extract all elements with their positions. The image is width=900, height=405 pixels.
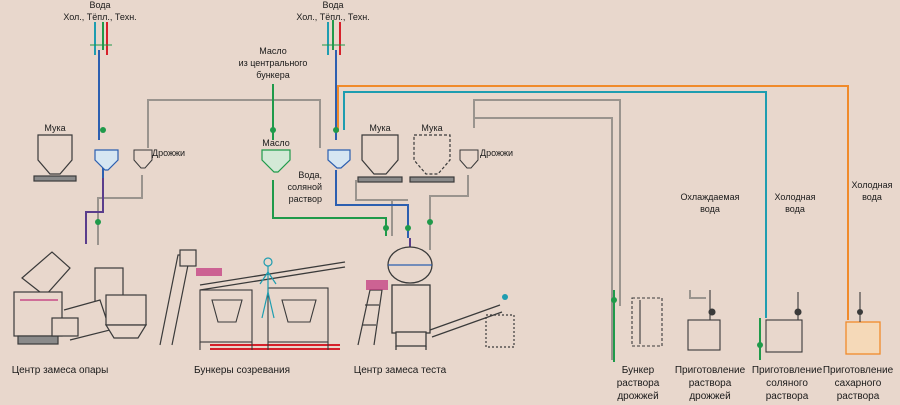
valve-markers <box>95 127 763 348</box>
caption-maturation-bins: Бункеры созревания <box>194 365 290 376</box>
flour-silo-mid-2 <box>409 134 455 183</box>
dough-center-conveyor <box>429 294 515 348</box>
yeast-solution-bunker <box>631 297 663 347</box>
label-cold-water-2-2: вода <box>862 192 882 202</box>
label-water-mid-2: Хол., Тёпл., Техн. <box>296 12 369 22</box>
label-oil-src-3: бункера <box>256 70 289 80</box>
label-yeast-left: Дрожжи <box>152 148 185 158</box>
caption-yeast-prep-2: раствора <box>689 378 732 389</box>
label-yeast-right: Дрожжи <box>480 148 513 158</box>
label-water-salt-3: раствор <box>289 194 322 204</box>
water-inlet-mid <box>322 22 345 55</box>
water-salt-hopper <box>327 149 351 169</box>
caption-sugar-prep-3: раствора <box>837 391 880 402</box>
caption-yeast-prep-1: Приготовление <box>675 365 746 376</box>
caption-dough-center: Центр замеса теста <box>354 365 447 376</box>
caption-salt-prep-3: раствора <box>766 391 809 402</box>
caption-salt-prep-1: Приготовление <box>752 365 823 376</box>
dosing-hopper-left <box>94 149 119 171</box>
label-chilled-water-2: вода <box>700 204 720 214</box>
label-water-left-1: Вода <box>89 0 110 10</box>
label-cold-water-1-2: вода <box>785 204 805 214</box>
sponge-bin <box>104 294 148 339</box>
label-water-salt-2: соляной <box>287 182 322 192</box>
sugar-prep-station <box>845 292 881 355</box>
label-flour-mid-2: Мука <box>421 123 442 133</box>
dough-kneading-bowl <box>387 246 433 350</box>
label-water-salt-1: Вода, <box>298 170 322 180</box>
station-captions: Центр замеса опары Бункеры созревания Це… <box>12 365 894 402</box>
caption-yeast-bunker-2: раствора <box>617 378 660 389</box>
orange-pipes <box>337 85 849 320</box>
caption-yeast-bunker-3: дрожжей <box>617 391 658 402</box>
label-oil-tank: Масло <box>262 138 289 148</box>
yeast-hopper-right <box>459 149 479 169</box>
cyan-pipes <box>343 91 767 318</box>
caption-salt-prep-2: соляного <box>766 378 808 389</box>
caption-yeast-prep-3: дрожжей <box>689 391 730 402</box>
label-oil-src-2: из центрального <box>239 58 308 68</box>
flour-silo-mid-1 <box>357 134 403 183</box>
label-water-left-2: Хол., Тёпл., Техн. <box>63 12 136 22</box>
grey-pipes <box>97 99 706 360</box>
label-water-mid-1: Вода <box>322 0 343 10</box>
caption-sugar-prep-2: сахарного <box>835 378 882 389</box>
yeast-hopper-left <box>133 149 153 169</box>
label-oil-src-1: Масло <box>259 46 286 56</box>
label-chilled-water-1: Охлаждаемая <box>680 192 739 202</box>
dough-center-lift <box>357 280 388 346</box>
caption-sugar-prep-1: Приготовление <box>823 365 894 376</box>
yeast-prep-station <box>687 290 721 351</box>
caption-sponge-center: Центр замеса опары <box>12 365 109 376</box>
flour-silo-left <box>33 134 77 182</box>
label-cold-water-1-1: Холодная <box>775 192 816 202</box>
operator-figure <box>259 257 277 319</box>
salt-prep-station <box>765 292 803 353</box>
label-flour-left: Мука <box>44 123 65 133</box>
caption-yeast-bunker-1: Бункер <box>622 365 655 376</box>
oil-tank <box>261 149 291 173</box>
red-pipes <box>106 22 341 350</box>
maturation-elevator <box>159 249 197 346</box>
label-flour-mid-1: Мука <box>369 123 390 133</box>
water-inlet-left <box>90 22 112 55</box>
label-cold-water-2-1: Холодная <box>852 180 893 190</box>
maturation-bins-frame <box>199 287 329 350</box>
diagram-labels: Вода Хол., Тёпл., Техн. Вода Хол., Тёпл.… <box>44 0 892 214</box>
